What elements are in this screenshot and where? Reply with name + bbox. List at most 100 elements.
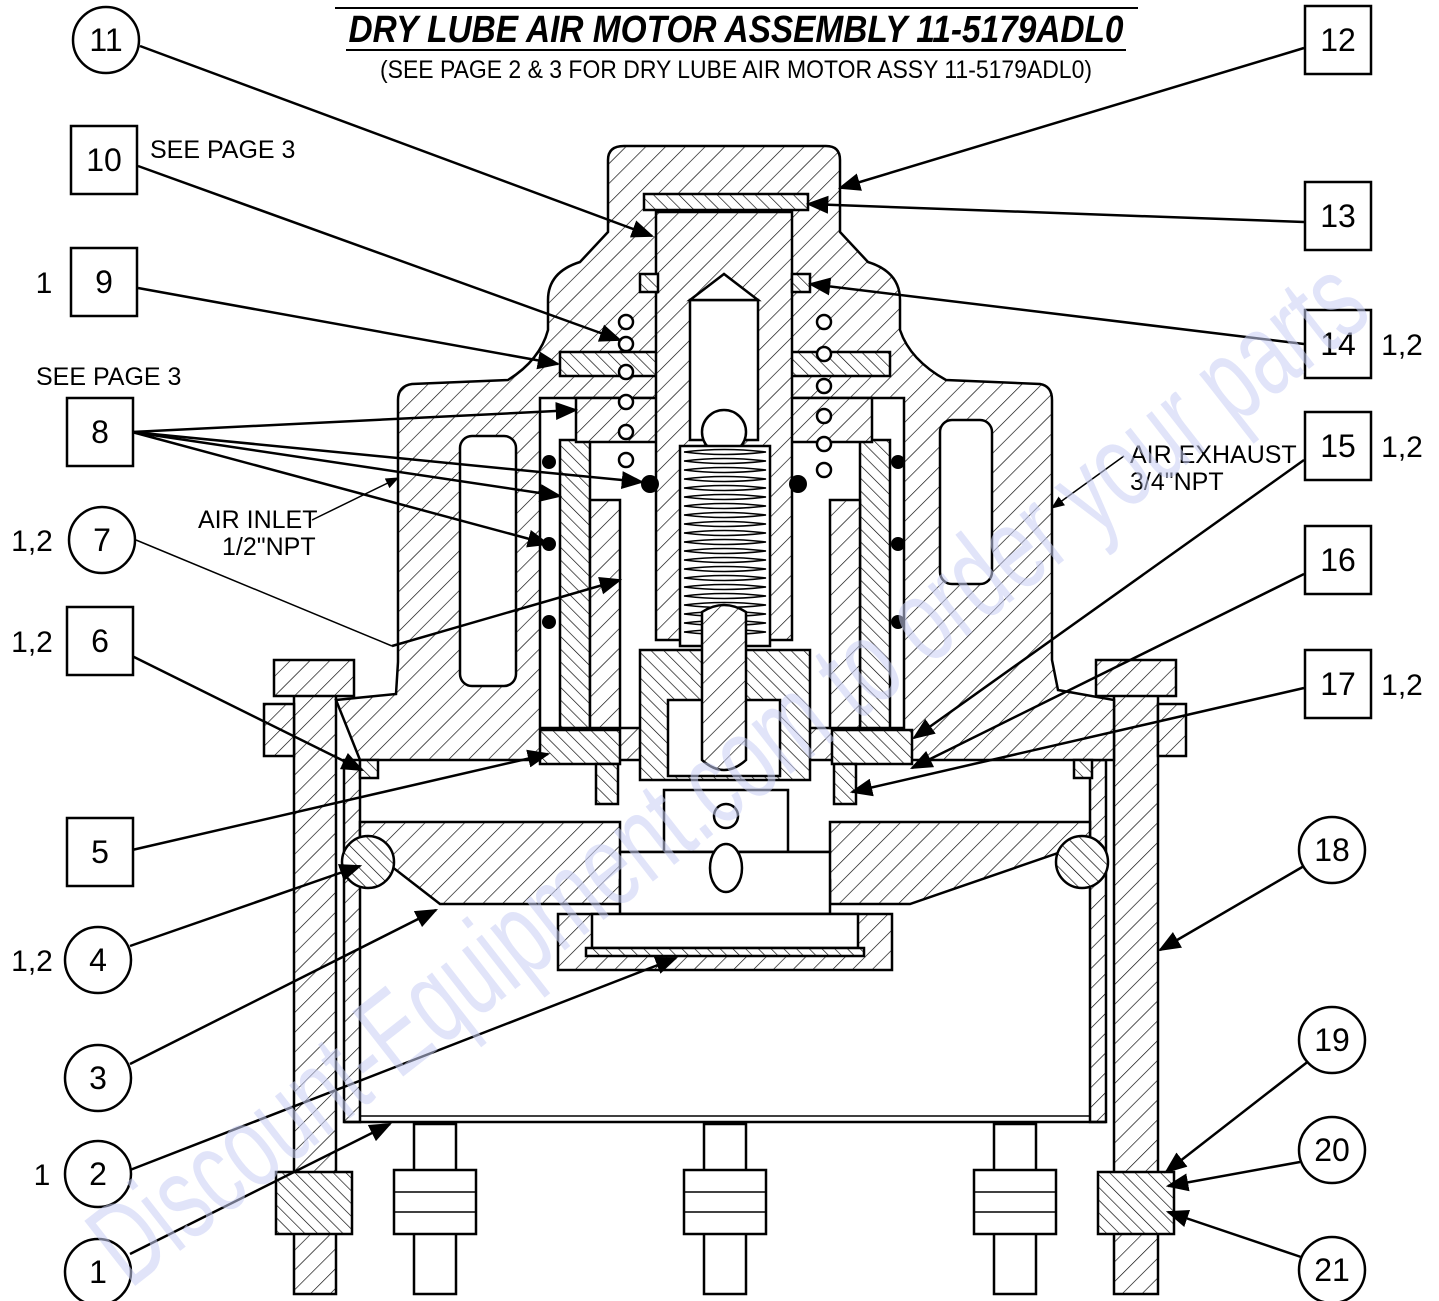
note-see-page-3-a: SEE PAGE 3 [150, 136, 295, 164]
note-air-exhaust-size: 3/4"NPT [1130, 468, 1224, 496]
balloon-item-4: 41,2 [11, 925, 133, 995]
leader-air-exhaust [1050, 455, 1125, 509]
balloon-label-4: 4 [89, 942, 107, 978]
note-air-exhaust: AIR EXHAUST [1130, 441, 1297, 469]
seal-14-right [790, 272, 812, 294]
balloon-item-16: 16 [1303, 524, 1373, 596]
balloon-item-21: 21 [1297, 1235, 1367, 1301]
balloon-label-21: 21 [1314, 1252, 1350, 1288]
outer-spring-right [815, 313, 833, 479]
tie-rod-head-right [1094, 658, 1178, 698]
balloon-circle-21 [1297, 1235, 1367, 1301]
oring-right-2 [891, 537, 905, 551]
inner-sleeve-left [588, 498, 622, 730]
balloon-square-16 [1303, 524, 1373, 596]
base-stud-left [392, 1122, 478, 1296]
balloon-item-8: 8 [65, 396, 135, 468]
spring-turn [683, 520, 767, 528]
balloon-item-6: 61,2 [11, 605, 135, 677]
leader-7b [391, 576, 623, 648]
leader-21 [1165, 1209, 1305, 1260]
piston-seal-4-left [340, 834, 396, 890]
inner-spring-coil [683, 448, 767, 636]
spring-turn [683, 466, 767, 474]
leader-7 [135, 539, 393, 647]
spring-turn [683, 565, 767, 573]
leader-8d [131, 430, 551, 548]
balloon-circle-1 [63, 1237, 133, 1301]
balloon-item-3: 3 [63, 1043, 133, 1113]
spring-turn [683, 457, 767, 465]
spring-turn [683, 601, 767, 609]
piston-seal-4-right [1054, 834, 1110, 890]
balloon-label-13: 13 [1320, 198, 1356, 234]
balloon-label-12: 12 [1320, 22, 1356, 58]
leader-8c [131, 430, 563, 502]
balloon-label-1: 1 [89, 1254, 107, 1290]
note-air-inlet-size: 1/2"NPT [222, 533, 316, 561]
leader-16 [909, 572, 1305, 770]
oring-6-right [1072, 758, 1094, 780]
balloon-label-15: 15 [1320, 428, 1356, 464]
base-stud-center [682, 1122, 768, 1296]
balloon-item-2: 21 [34, 1139, 133, 1209]
leader-8a [131, 402, 579, 434]
balloon-label-11: 11 [89, 22, 122, 58]
balloon-item-18: 18 [1297, 815, 1367, 885]
sleeve-right [858, 438, 892, 730]
notes: SEE PAGE 3 SEE PAGE 3 AIR INLET 1/2"NPT … [36, 136, 1297, 561]
title-block: DRY LUBE AIR MOTOR ASSEMBLY 11-5179ADL0 … [335, 7, 1138, 84]
leader-3 [129, 908, 439, 1066]
balloon-label-17: 17 [1320, 666, 1356, 702]
spring-turn [683, 529, 767, 537]
balloon-square-5 [65, 816, 135, 888]
balloon-circle-4 [63, 925, 133, 995]
balloon-qty-9: 1 [36, 267, 53, 300]
outer-spring-left [617, 313, 635, 469]
balloon-item-10: 10 [69, 124, 139, 196]
seal-pack-right [830, 728, 914, 766]
oring-right-1 [891, 455, 905, 469]
spring-turn [683, 493, 767, 501]
retainer-ring-2 [584, 946, 866, 958]
balloon-qty-15: 1,2 [1381, 431, 1423, 464]
leader-2 [129, 956, 679, 1172]
note-air-inlet: AIR INLET [198, 506, 317, 534]
leader-20 [1165, 1160, 1301, 1192]
page-subtitle: (SEE PAGE 2 & 3 FOR DRY LUBE AIR MOTOR A… [380, 56, 1092, 84]
balloon-label-7: 7 [93, 522, 111, 558]
balloon-item-20: 20 [1297, 1115, 1367, 1185]
balloon-square-13 [1303, 180, 1373, 252]
oring-left-3 [542, 615, 556, 629]
balloon-square-15 [1303, 410, 1373, 482]
spring-turn [683, 547, 767, 555]
balloon-square-6 [65, 605, 135, 677]
balloon-qty-2: 1 [34, 1159, 51, 1192]
balloon-circle-19 [1297, 1005, 1367, 1075]
spring-turn [683, 475, 767, 483]
plunger-cup-inner [590, 912, 860, 950]
leader-8b [131, 430, 645, 489]
sleeve-left [558, 438, 592, 730]
oring-left-1 [542, 455, 556, 469]
balloon-label-5: 5 [91, 834, 109, 870]
leader-12 [837, 46, 1305, 191]
leader-air-inlet [311, 477, 400, 521]
leader-4 [129, 864, 363, 948]
leader-10 [137, 164, 623, 342]
leader-lines [129, 44, 1311, 1260]
leader-18 [1158, 864, 1305, 952]
balloon-circle-18 [1297, 815, 1367, 885]
balloon-item-11: 11 [71, 5, 141, 75]
seal-pack-left [538, 728, 622, 766]
balloon-item-1: 1 [63, 1237, 133, 1301]
balloon-label-6: 6 [91, 623, 109, 659]
exhaust-port-cavity [938, 418, 994, 586]
spring-turn [683, 484, 767, 492]
balloon-square-9 [69, 246, 139, 318]
balloon-item-13: 13 [1303, 180, 1373, 252]
balloon-label-3: 3 [89, 1060, 107, 1096]
leader-17 [849, 686, 1305, 797]
